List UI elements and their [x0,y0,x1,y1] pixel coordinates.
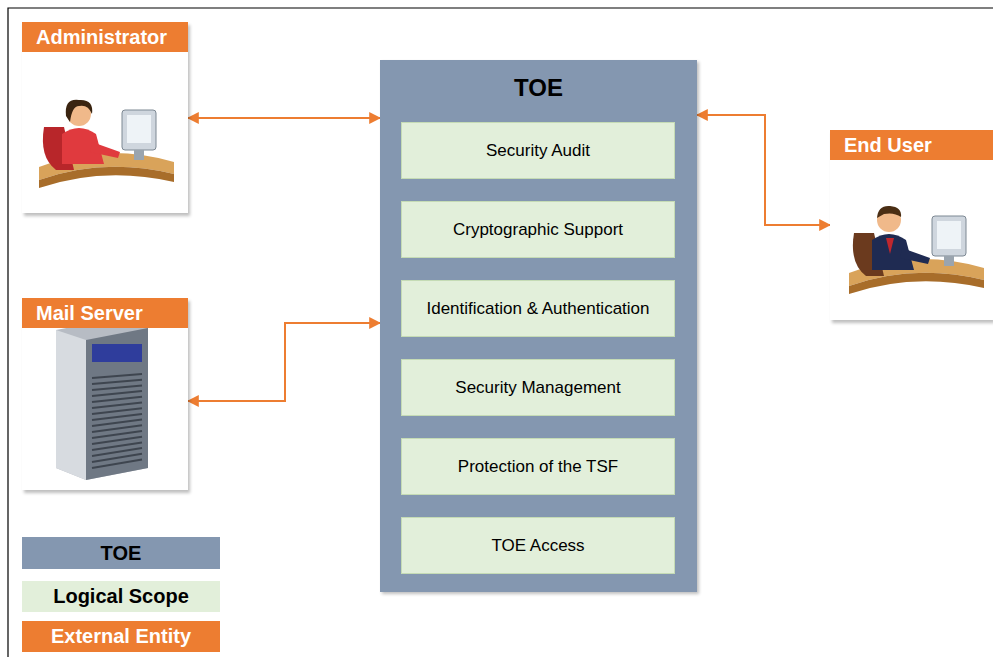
logical-scope-box: Security Audit [401,122,675,179]
entity-heading: Mail Server [22,298,188,328]
external-entity-box: Mail Server [22,298,188,490]
external-entity-box: End User [830,130,993,320]
legend-swatch: Logical Scope [22,581,220,612]
logical-scope-box: TOE Access [401,517,675,574]
connector-arrow [188,323,380,401]
toe-container: TOE Security AuditCryptographic SupportId… [380,60,697,592]
external-entity-box: Administrator [22,22,188,213]
legend-label: TOE [101,542,142,565]
box-label: Cryptographic Support [453,219,623,240]
logical-scope-box: Security Management [401,359,675,416]
box-label: Security Audit [486,140,590,161]
box-label: Security Management [455,377,620,398]
box-label: Protection of the TSF [458,456,618,477]
entity-heading: Administrator [22,22,188,52]
legend-label: External Entity [51,625,191,648]
legend-swatch: TOE [22,537,220,569]
logical-scope-box: Cryptographic Support [401,201,675,258]
connector-arrow [188,117,380,119]
entity-heading: End User [830,130,993,160]
logical-scope-box: Identification & Authentication [401,280,675,337]
logical-scope-box: Protection of the TSF [401,438,675,495]
frame-line [8,8,993,657]
connector-arrow [697,115,830,225]
legend-label: Logical Scope [53,585,189,608]
container-title: TOE [380,60,697,102]
legend-swatch: External Entity [22,621,220,652]
box-label: Identification & Authentication [426,298,649,319]
box-label: TOE Access [491,535,584,556]
